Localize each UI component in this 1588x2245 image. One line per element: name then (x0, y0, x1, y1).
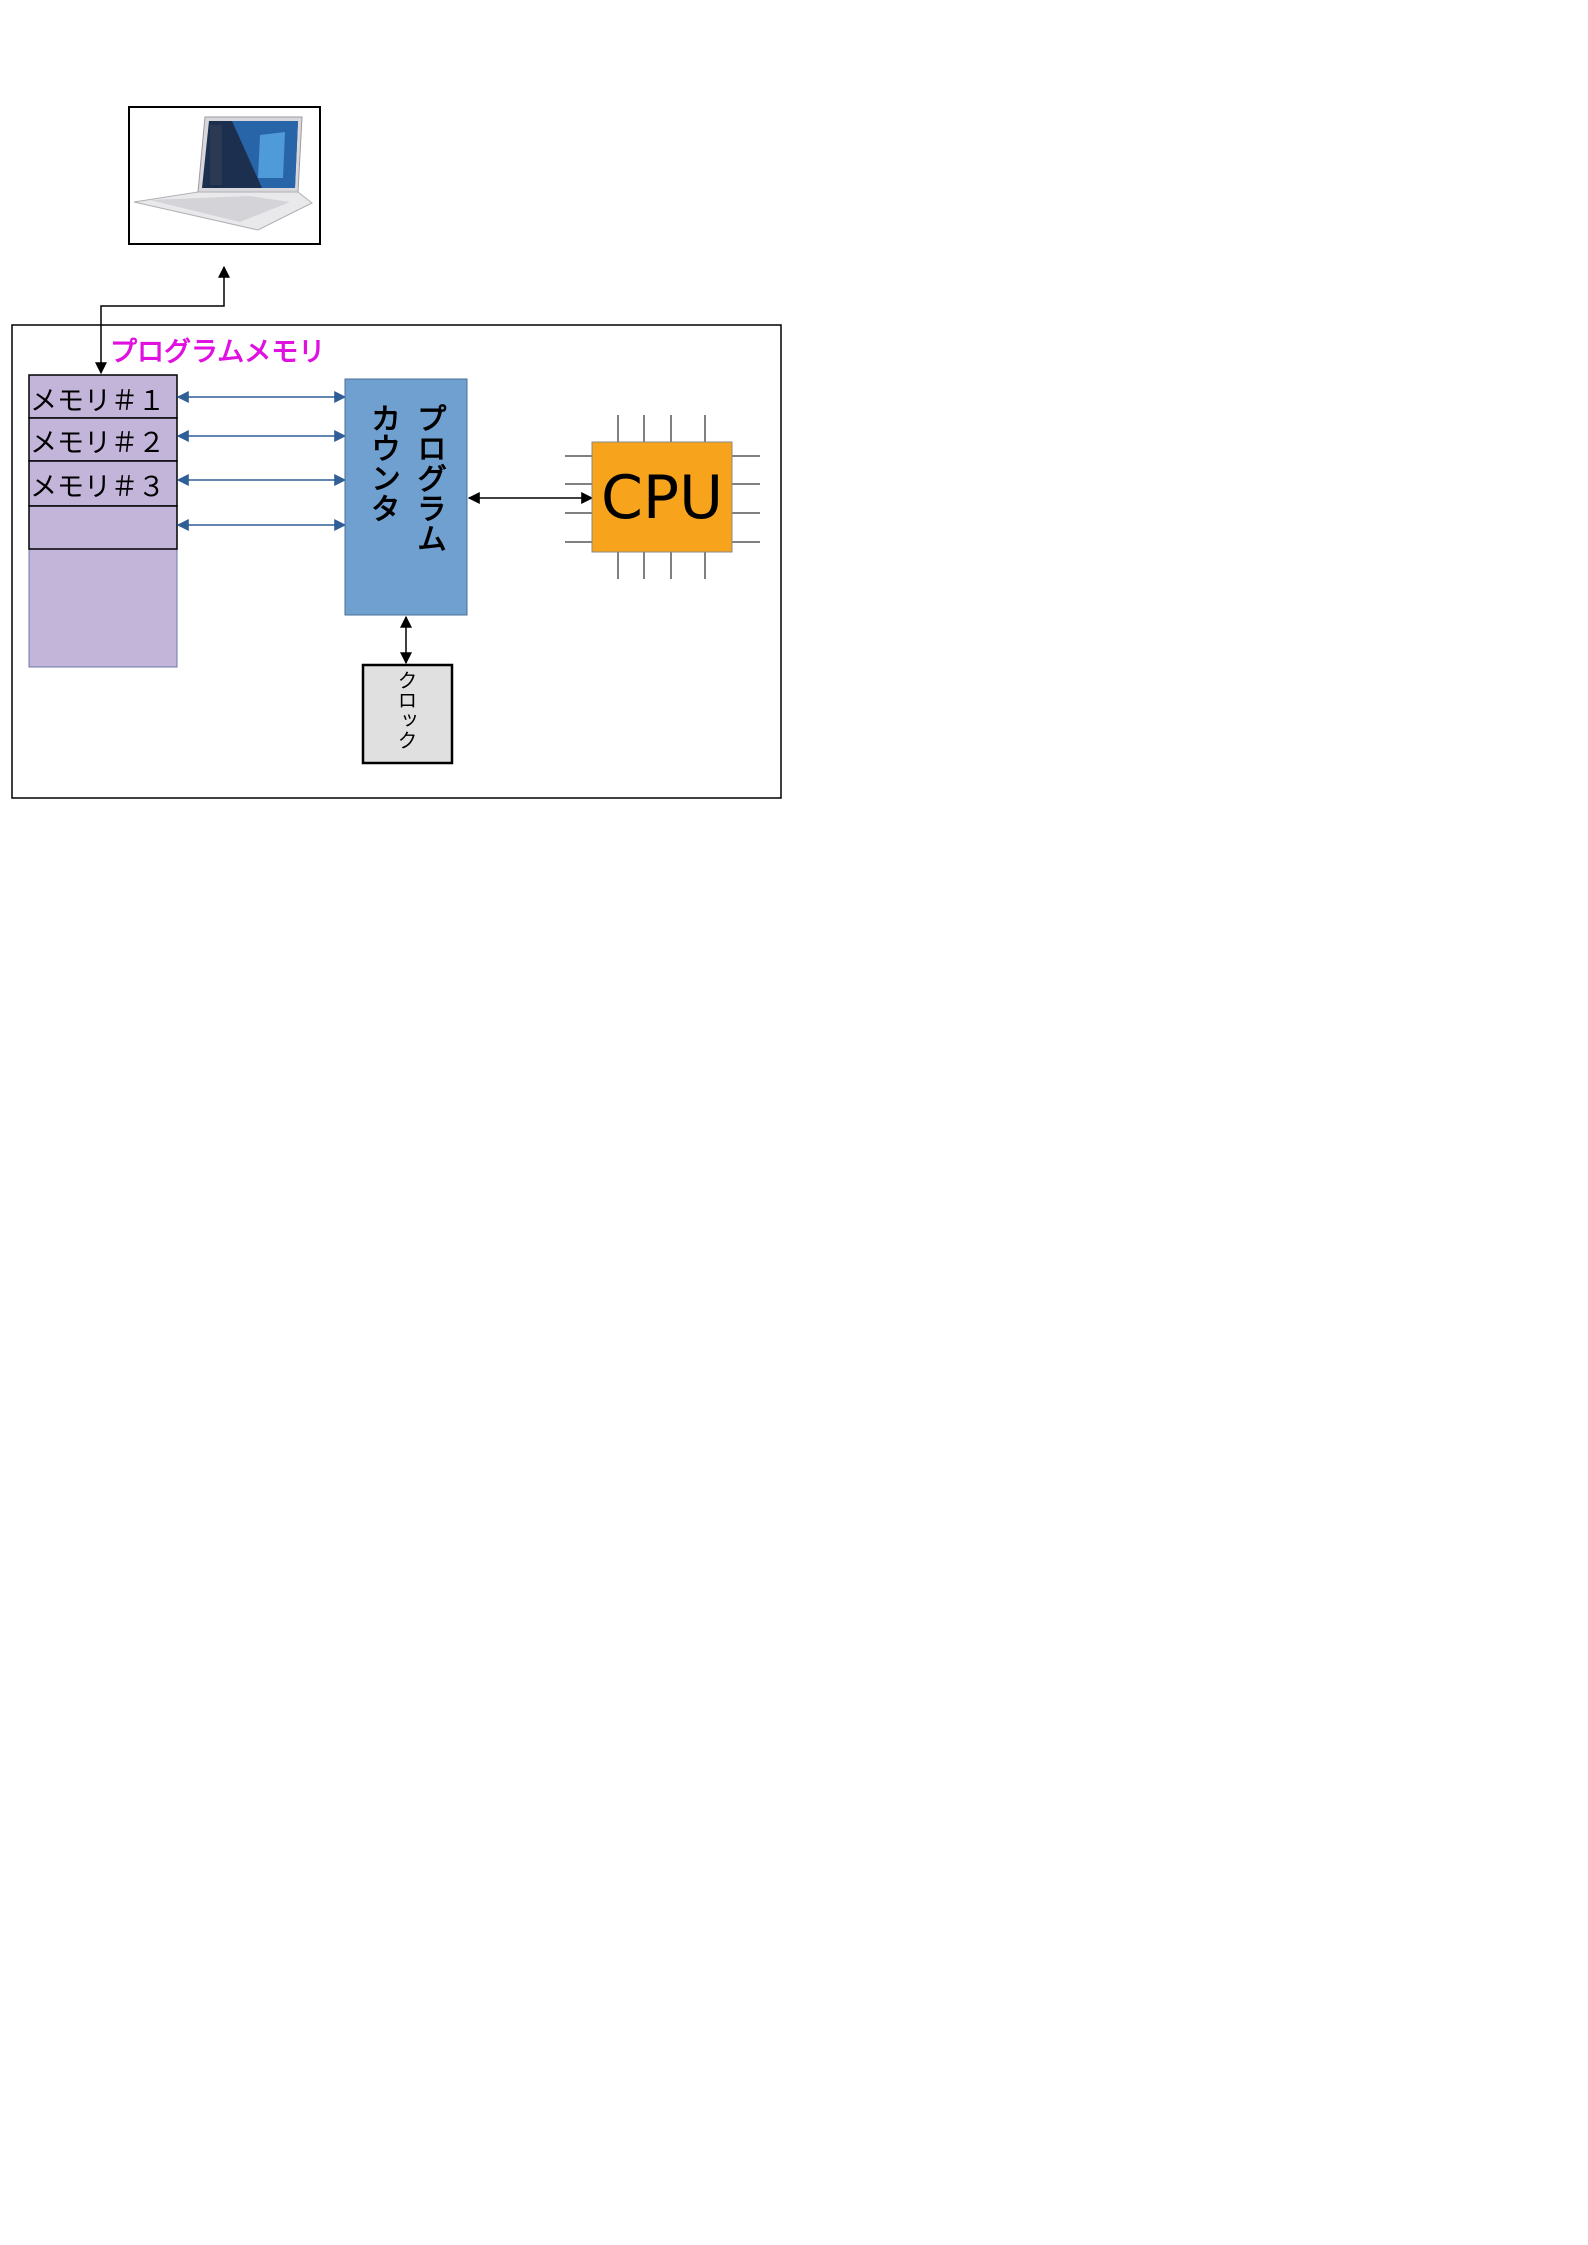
memory-cell-2 (28, 417, 178, 462)
program-memory-block: メモリ＃１ メモリ＃２ メモリ＃３ (28, 374, 178, 668)
memory-cell-2-label: メモリ＃２ (30, 428, 165, 459)
memory-cell-4 (28, 505, 178, 550)
laptop-icon (133, 116, 313, 231)
memory-cell-3-label: メモリ＃３ (30, 472, 165, 503)
system-frame (11, 324, 782, 799)
memory-cell-1-label: メモリ＃１ (30, 386, 165, 417)
program-counter-block (344, 378, 468, 616)
laptop-link-arrow (95, 265, 230, 375)
laptop-box (128, 106, 321, 245)
clock-label: クロック (394, 670, 418, 750)
cpu-chip-icon (565, 415, 760, 579)
clock-block (361, 663, 454, 765)
program-counter-label-line1: プログラム (411, 403, 446, 553)
program-counter-label-line2: カウンタ (365, 403, 400, 523)
memory-cell-1 (28, 374, 178, 419)
cpu-label: CPU (601, 463, 723, 533)
program-memory-label: プログラムメモリ (110, 336, 325, 368)
